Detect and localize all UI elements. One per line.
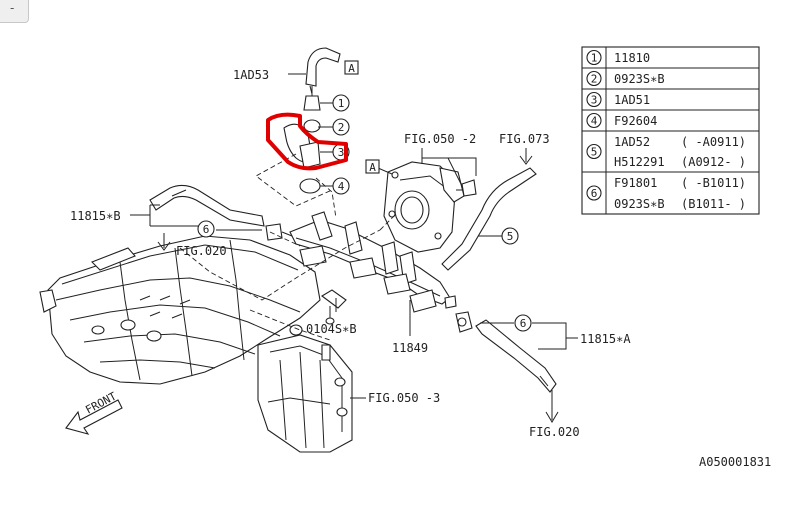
callout-6-left: 6 <box>197 220 215 238</box>
diagram-text: 0923S∗B <box>614 72 665 86</box>
table-row-4: 4 F92604 <box>586 112 657 129</box>
diagram-text: (A0912- ) <box>681 155 746 169</box>
ref-box-a-upper: A <box>344 60 359 75</box>
diagram-text: F92604 <box>614 114 657 128</box>
diagram-text: 3 <box>338 146 345 159</box>
label-11815b: 11815∗B <box>70 209 121 223</box>
callout-6-right: 6 <box>514 314 532 332</box>
callout-1: 1 <box>332 94 350 112</box>
front-direction-arrow <box>65 399 123 435</box>
diagram-text: 1AD51 <box>614 93 650 107</box>
diagram-text: 6 <box>203 223 210 236</box>
diagram-id: A050001831 <box>699 455 771 469</box>
diagram-text: 5 <box>591 146 598 159</box>
table-row-3: 3 1AD51 <box>586 91 650 108</box>
callout-4: 4 <box>332 177 350 195</box>
collapse-symbol: - <box>10 1 15 15</box>
diagram-text: ( -B1011) <box>681 176 746 190</box>
diagram-text: 4 <box>591 115 598 128</box>
label-0104s: 0104S∗B <box>306 322 357 336</box>
diagram-text: (B1011- ) <box>681 197 746 211</box>
diagram-text: 1AD52 <box>614 135 650 149</box>
diagram-text: H512291 <box>614 155 665 169</box>
label-fig050-3: FIG.050 -3 <box>368 391 440 405</box>
diagram-text: 1 <box>591 52 598 65</box>
diagram-text: 1 <box>338 97 345 110</box>
throttle-body-drawing <box>383 161 477 253</box>
table-row-1: 1 11810 <box>586 49 650 66</box>
diagram-text: 2 <box>338 121 345 134</box>
table-row-5: 5 1AD52 ( -A0911) H512291 (A0912- ) <box>586 135 746 169</box>
corner-collapse-tab[interactable]: - <box>0 0 29 23</box>
label-11815a: 11815∗A <box>580 332 631 346</box>
table-row-6: 6 F91801 ( -B1011) 0923S∗B (B1011- ) <box>586 176 746 211</box>
diagram-text: 3 <box>591 94 598 107</box>
diagram-text: 5 <box>507 230 514 243</box>
highlight-outline-part-3 <box>266 112 348 171</box>
label-11849: 11849 <box>392 341 428 355</box>
diagram-text: 2 <box>591 73 598 86</box>
label-1ad53: 1AD53 <box>233 68 269 82</box>
fuel-rail-drawing <box>265 211 473 333</box>
diagram-text: 6 <box>591 187 598 200</box>
diagram-text: 0923S∗B <box>614 197 665 211</box>
callout-5: 5 <box>501 227 519 245</box>
callout-2: 2 <box>332 118 350 136</box>
parts-table: 1 11810 2 0923S∗B 3 1AD51 4 F92604 5 1AD… <box>581 46 760 215</box>
diagram-text: F91801 <box>614 176 657 190</box>
intake-manifold-drawing <box>39 235 366 453</box>
diagram-text: 4 <box>338 180 345 193</box>
label-fig020-left: FIG.020 <box>176 244 227 258</box>
table-row-2: 2 0923S∗B <box>586 70 665 87</box>
diagram-text: A <box>369 161 376 174</box>
leader-lines <box>130 73 578 423</box>
hoses-drawing <box>149 47 557 393</box>
ref-box-a-throttle: A <box>365 159 380 174</box>
diagram-text: 6 <box>520 317 527 330</box>
diagram-text: ( -A0911) <box>681 135 746 149</box>
label-fig050-2: FIG.050 -2 <box>404 132 476 146</box>
label-fig020-bottom: FIG.020 <box>529 425 580 439</box>
diagram-text: 11810 <box>614 51 650 65</box>
label-fig073: FIG.073 <box>499 132 550 146</box>
diagram-text: A <box>348 62 355 75</box>
